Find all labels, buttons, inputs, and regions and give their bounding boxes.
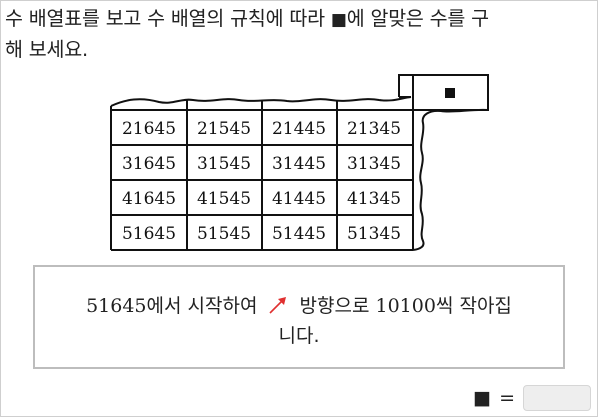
answer-input[interactable] <box>523 385 591 411</box>
cell-r2c1: 31645 <box>122 154 176 174</box>
cell-r3c3: 41445 <box>272 189 326 209</box>
cell-r3c1: 41645 <box>122 189 176 209</box>
hint-part3: 씩 작아집 <box>435 295 512 317</box>
cell-r1c2: 21545 <box>197 119 251 139</box>
hint-step-number: 10100 <box>375 295 436 317</box>
cell-r2c3: 31445 <box>272 154 326 174</box>
question-line1-end: 에 알맞은 수를 구 <box>346 7 489 30</box>
hint-part2: 방향으로 <box>299 295 370 317</box>
cell-r4c4: 51345 <box>347 224 401 244</box>
hint-part1: 에서 시작하여 <box>146 295 258 317</box>
hint-start-number: 51645 <box>86 295 147 317</box>
question-text: 수 배열표를 보고 수 배열의 규칙에 따라 ■에 알맞은 수를 구 해 보세요… <box>5 4 590 64</box>
hint-line2: 니다. <box>278 325 320 347</box>
square-symbol: ■ <box>330 10 347 30</box>
cell-r4c1: 51645 <box>122 224 176 244</box>
cell-r3c2: 41545 <box>197 189 251 209</box>
cell-r4c2: 51545 <box>197 224 251 244</box>
question-line1: 수 배열표를 보고 수 배열의 규칙에 따라 <box>5 7 331 30</box>
hint-text: 51645에서 시작하여 방향으로 10100씩 작아집 니다. <box>35 291 563 351</box>
missing-cell-square-icon <box>445 88 455 98</box>
cell-r2c4: 31345 <box>347 154 401 174</box>
hint-box: 51645에서 시작하여 방향으로 10100씩 작아집 니다. <box>33 265 565 369</box>
number-table: 21645 21545 21445 21345 31645 31545 3144… <box>110 74 489 251</box>
cell-r3c4: 41345 <box>347 189 401 209</box>
northeast-arrow-icon <box>269 297 287 314</box>
table-torn-right <box>412 108 489 251</box>
cell-r1c1: 21645 <box>122 119 176 139</box>
answer-equals: = <box>499 387 515 409</box>
cell-r1c3: 21445 <box>272 119 326 139</box>
cell-r4c3: 51445 <box>272 224 326 244</box>
cell-r1c4: 21345 <box>347 119 401 139</box>
answer-square-symbol: ■ <box>473 387 492 409</box>
question-line2: 해 보세요. <box>5 38 88 61</box>
cell-r2c2: 31545 <box>197 154 251 174</box>
answer-row: ■ = <box>473 384 591 412</box>
